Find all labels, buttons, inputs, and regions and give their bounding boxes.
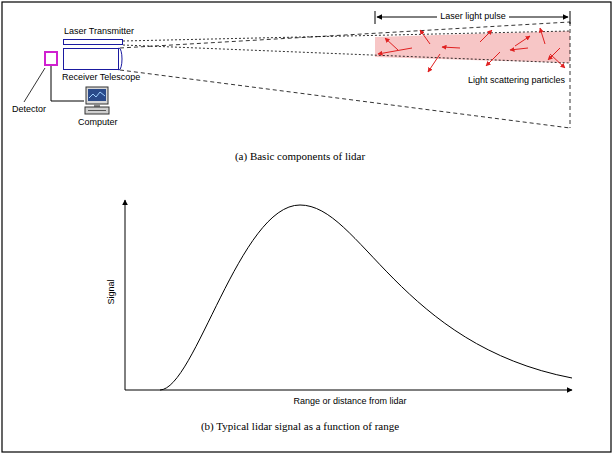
- detector-box: Detector: [44, 51, 58, 66]
- beam-edge: [123, 31, 570, 41]
- view-edge: [570, 22, 571, 128]
- axis-label: Range or distance from lidar: [293, 397, 406, 407]
- pulse-label: Laser light pulse: [437, 12, 509, 22]
- receiver-telescope: Receiver Telescope: [63, 48, 119, 70]
- part-label: Detector: [12, 105, 46, 115]
- pulse-region: [375, 31, 570, 63]
- signal-curve: [160, 205, 572, 390]
- particles-label: Light scattering particles: [468, 76, 565, 86]
- caption: (a) Basic components of lidar: [235, 150, 365, 162]
- view-edge: [120, 22, 570, 48]
- y-axis: [125, 200, 126, 390]
- x-axis: [125, 390, 572, 391]
- wire: [51, 66, 84, 101]
- bracket: [375, 11, 376, 24]
- scatter-arrows: [378, 28, 565, 72]
- computer-icon: Computer: [84, 86, 110, 116]
- leader-line: [24, 68, 45, 102]
- part-label: Computer: [78, 118, 118, 128]
- view-edge: [120, 70, 570, 128]
- beam-edge: [123, 45, 570, 63]
- part-label: Laser Transmitter: [64, 27, 134, 37]
- computer-drawing: [84, 86, 110, 116]
- part-label: Receiver Telescope: [62, 73, 140, 83]
- axis-label: Signal: [107, 279, 117, 304]
- caption: (b) Typical lidar signal as a function o…: [201, 420, 399, 432]
- laser-transmitter: Laser Transmitter: [63, 39, 123, 45]
- bracket: [570, 11, 571, 24]
